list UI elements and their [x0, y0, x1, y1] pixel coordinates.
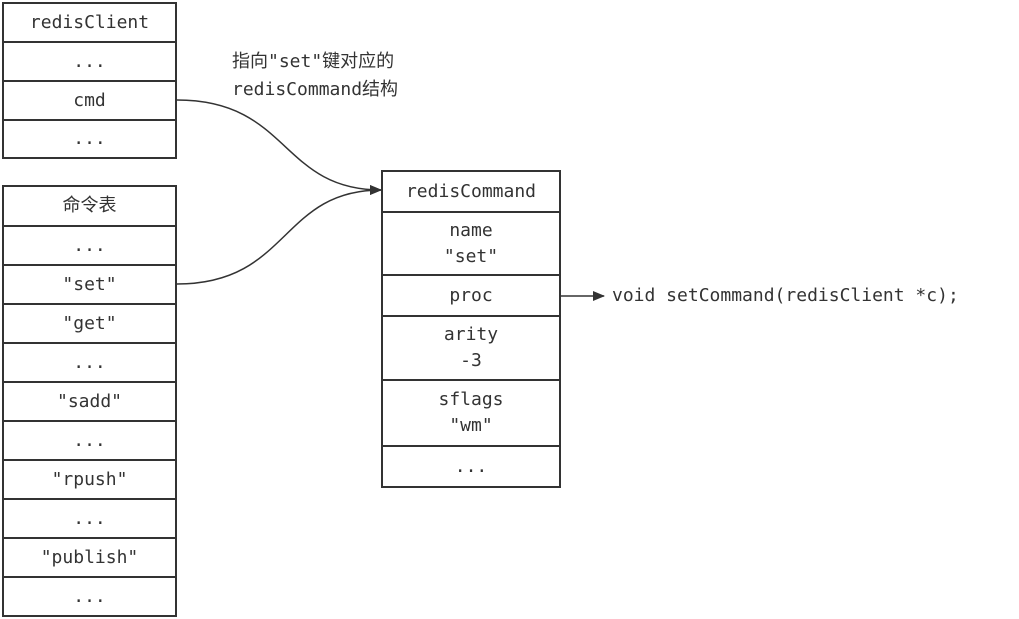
redis-command-box: redisCommand name "set" proc arity -3 sf…: [381, 170, 561, 488]
redis-client-row: ...: [73, 128, 106, 149]
cmd-to-redis-command-arrow: [176, 99, 382, 195]
command-table-row: ...: [73, 585, 106, 607]
command-table-row: ...: [4, 344, 175, 383]
redis-command-row: ...: [454, 455, 488, 477]
pointer-annotation-line1: 指向"set"键对应的: [232, 51, 395, 72]
command-table-row: ...: [4, 227, 175, 266]
command-table-title: 命令表: [4, 187, 175, 227]
redis-client-cmd-row: cmd: [4, 82, 175, 121]
command-table-row: ...: [4, 422, 175, 461]
pointer-annotation: 指向"set"键对应的 redisCommand结构: [232, 48, 398, 104]
command-table-row-publish: "publish": [4, 539, 175, 578]
command-table-row-get: "get": [4, 305, 175, 344]
redis-command-arity-field: arity -3: [383, 317, 559, 381]
command-table-row-sadd: "sadd": [4, 383, 175, 422]
pointer-annotation-line2: redisCommand结构: [232, 79, 399, 100]
redis-command-name-field: name "set": [383, 213, 559, 276]
redis-command-sflags-field: sflags "wm": [383, 381, 559, 447]
redis-client-row: ...: [4, 43, 175, 82]
proc-target-signature: void setCommand(redisClient *c);: [612, 285, 959, 306]
redis-client-title: redisClient: [4, 4, 175, 43]
redis-command-proc-field: proc: [383, 276, 559, 317]
command-table-box: 命令表 ... "set" "get" ... "sadd" ... "rpus…: [2, 185, 177, 617]
command-table-row: ...: [4, 500, 175, 539]
command-table-row-set: "set": [4, 266, 175, 305]
set-to-redis-command-arrow: [176, 185, 382, 285]
redis-client-box: redisClient ... cmd ...: [2, 2, 177, 159]
redis-command-title: redisCommand: [383, 172, 559, 213]
command-table-row-rpush: "rpush": [4, 461, 175, 500]
